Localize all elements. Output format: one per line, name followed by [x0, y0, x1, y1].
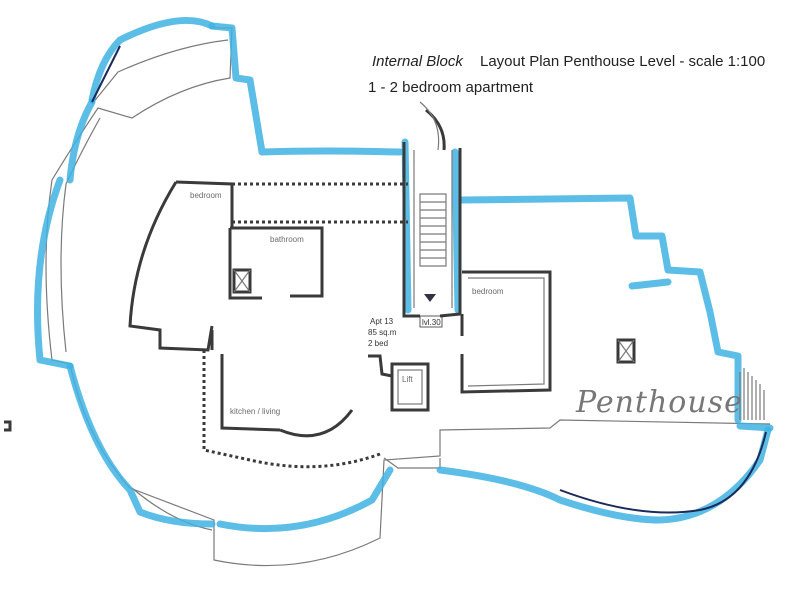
label-bathroom: bathroom	[270, 235, 304, 244]
terrace-outline	[45, 27, 771, 567]
handwritten-penthouse: Penthouse	[575, 385, 743, 420]
apt-area: 85 sq.m	[368, 328, 397, 337]
interior-walls	[4, 101, 765, 469]
edge-strokes	[91, 45, 767, 514]
apt-number: Apt 13	[370, 317, 394, 326]
title-plan: Layout Plan Penthouse Level - scale 1:10…	[480, 53, 765, 70]
label-bedroom-left: bedroom	[190, 191, 222, 200]
label-bedroom-right: bedroom	[472, 287, 504, 296]
level-tag-box	[419, 315, 443, 328]
title-subtitle: 1 - 2 bedroom apartment	[368, 79, 534, 96]
title-block: Internal Block	[372, 53, 464, 70]
apt-beds: 2 bed	[368, 339, 388, 348]
level-tag: lvl.30	[422, 318, 441, 327]
label-lift: Lift	[402, 375, 413, 384]
label-kitchen-living: kitchen / living	[230, 407, 280, 416]
